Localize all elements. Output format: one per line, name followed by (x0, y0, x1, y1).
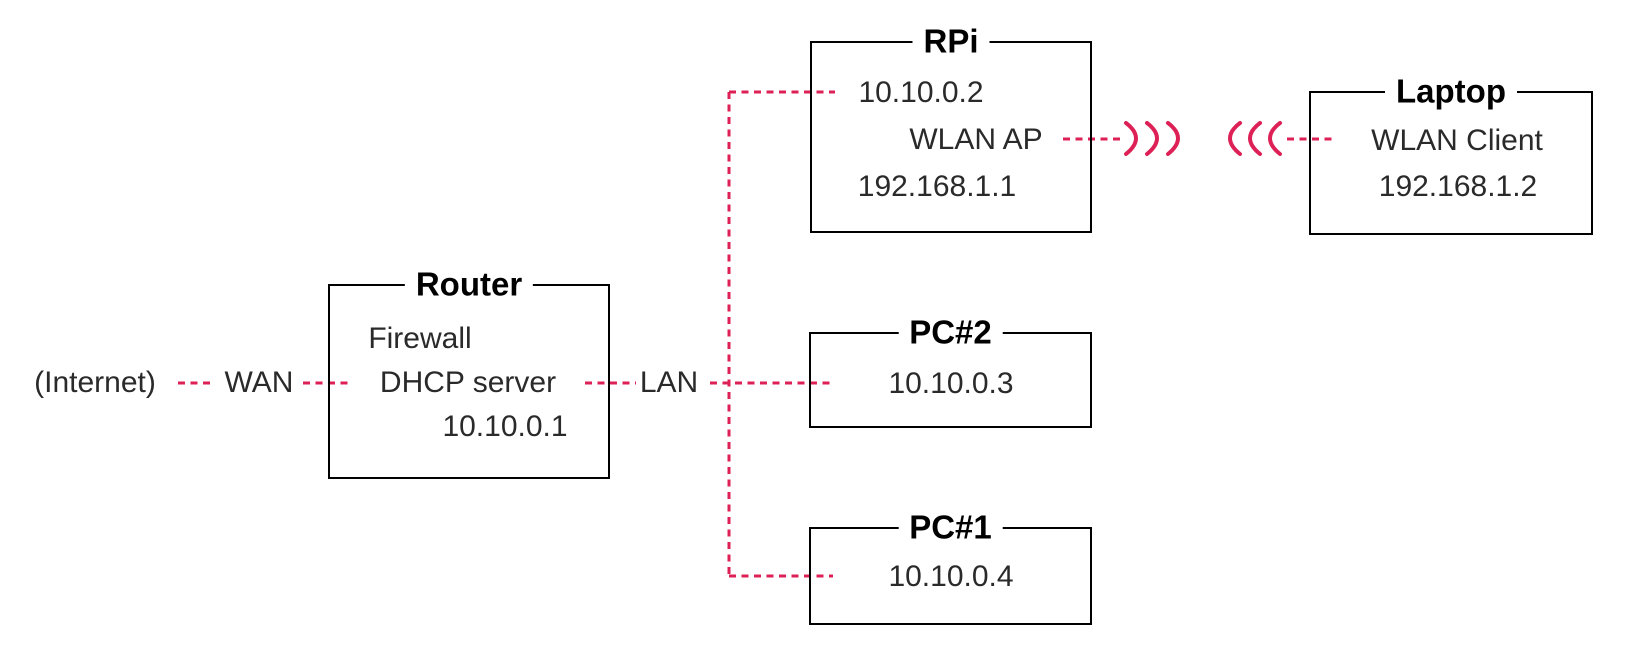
wifi-waves-right-icon (1124, 121, 1180, 156)
laptop-node-title: Laptop (1385, 74, 1517, 108)
laptop-node: Laptop (1309, 74, 1593, 235)
router-node: Router (328, 267, 610, 479)
wifi-waves-left-icon (1228, 121, 1282, 156)
rpi-node: RPi (810, 24, 1092, 233)
pc2-ip-label: 10.10.0.3 (888, 367, 1014, 400)
lan-port-label: LAN (639, 366, 699, 399)
pc2-node-title: PC#2 (898, 315, 1003, 349)
pc2-node: PC#2 (809, 315, 1092, 428)
rpi-wlan-ap-label: WLAN AP (909, 123, 1043, 156)
router-node-title: Router (404, 267, 534, 301)
internet-label: (Internet) (34, 366, 156, 399)
rpi-wlan-ip-label: 192.168.1.1 (857, 170, 1017, 203)
wan-port-label: WAN (224, 366, 294, 399)
router-dhcp-label: DHCP server (379, 366, 557, 399)
router-ip-label: 10.10.0.1 (442, 410, 568, 443)
pc1-node-title: PC#1 (898, 510, 1003, 544)
router-firewall-label: Firewall (368, 322, 472, 355)
laptop-wlan-ip-label: 192.168.1.2 (1378, 170, 1538, 203)
pc1-ip-label: 10.10.0.4 (888, 560, 1014, 593)
rpi-lan-ip-label: 10.10.0.2 (858, 76, 984, 109)
laptop-wlan-client-label: WLAN Client (1371, 124, 1543, 157)
rpi-node-title: RPi (912, 24, 990, 58)
pc1-node: PC#1 (809, 510, 1092, 625)
